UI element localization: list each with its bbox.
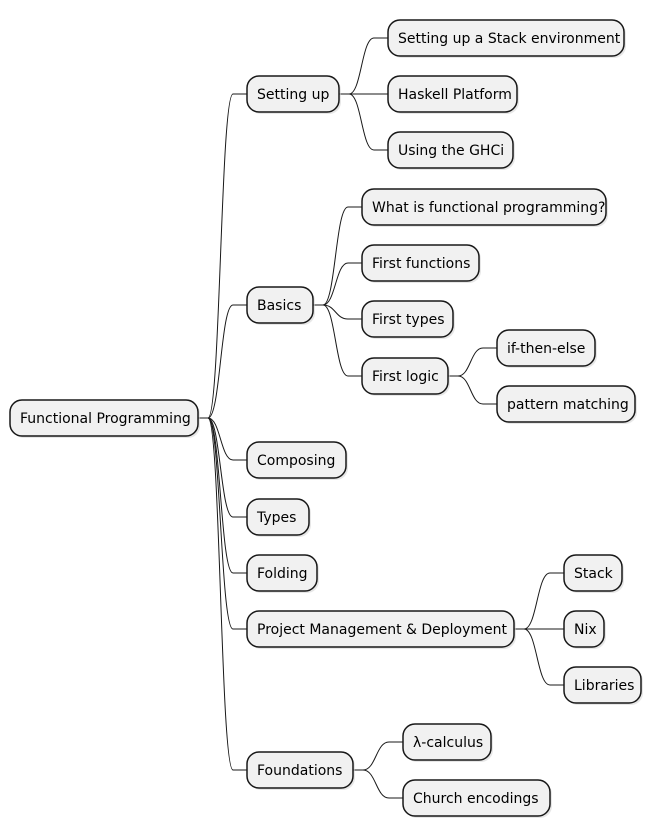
- edge-to-stack: [514, 572, 564, 630]
- node-label: What is functional programming?: [372, 200, 605, 216]
- node-box[interactable]: [246, 286, 314, 324]
- node-label: Basics: [257, 298, 301, 314]
- node-types[interactable]: Types: [246, 498, 311, 537]
- node-label: Functional Programming: [20, 411, 191, 427]
- node-basics[interactable]: Basics: [246, 286, 315, 325]
- node-label: First logic: [372, 369, 439, 385]
- node-label: Church encodings: [413, 791, 539, 807]
- node-box[interactable]: [387, 131, 514, 169]
- node-label: Nix: [574, 622, 597, 638]
- edge-to-libraries: [514, 628, 564, 686]
- node-box[interactable]: [402, 723, 492, 761]
- node-box[interactable]: [402, 779, 551, 817]
- node-label: if-then-else: [507, 341, 585, 357]
- node-first-functions[interactable]: First functions: [361, 244, 481, 283]
- edge-to-stack-environment: [339, 37, 388, 95]
- node-label: First functions: [372, 256, 470, 272]
- node-label: Using the GHCi: [398, 143, 504, 159]
- node-box[interactable]: [387, 75, 518, 113]
- node-folding[interactable]: Folding: [246, 554, 319, 593]
- node-nix[interactable]: Nix: [563, 610, 606, 649]
- node-box[interactable]: [246, 610, 515, 648]
- node-libraries[interactable]: Libraries: [563, 666, 643, 705]
- node-church-encodings[interactable]: Church encodings: [402, 779, 552, 818]
- node-label: Composing: [257, 453, 335, 469]
- node-box[interactable]: [9, 399, 199, 437]
- node-stack[interactable]: Stack: [563, 554, 624, 593]
- node-box[interactable]: [361, 188, 607, 226]
- node-if-then-else[interactable]: if-then-else: [496, 329, 597, 368]
- node-box[interactable]: [246, 441, 347, 479]
- node-lambda-calculus[interactable]: λ-calculus: [402, 723, 493, 762]
- node-box[interactable]: [496, 385, 636, 423]
- node-box[interactable]: [246, 498, 310, 536]
- node-label: Setting up: [257, 87, 329, 103]
- node-what-is-fp[interactable]: What is functional programming?: [361, 188, 608, 227]
- nodes-layer: Functional Programming Setting up Setting …: [9, 19, 643, 818]
- node-project-management[interactable]: Project Management & Deployment: [246, 610, 516, 649]
- node-box[interactable]: [496, 329, 596, 367]
- edge-to-first-types: [313, 304, 362, 320]
- node-box[interactable]: [246, 554, 318, 592]
- node-stack-environment[interactable]: Setting up a Stack environment: [387, 19, 626, 58]
- edge-to-lambda-calculus: [353, 741, 403, 771]
- edge-to-church-encodings: [353, 769, 403, 799]
- node-label: pattern matching: [507, 397, 629, 413]
- node-first-logic[interactable]: First logic: [361, 357, 450, 396]
- edge-to-using-ghci: [339, 93, 388, 151]
- node-box[interactable]: [563, 666, 642, 704]
- edge-to-first-functions: [313, 262, 362, 306]
- edge-to-project-management: [198, 417, 247, 630]
- node-label: Libraries: [574, 678, 634, 694]
- edge-to-if-then-else: [448, 347, 497, 377]
- node-label: Foundations: [257, 763, 342, 779]
- node-first-types[interactable]: First types: [361, 300, 455, 339]
- edge-to-basics: [198, 304, 247, 419]
- node-label: Types: [256, 510, 296, 526]
- node-using-ghci[interactable]: Using the GHCi: [387, 131, 515, 170]
- node-haskell-platform[interactable]: Haskell Platform: [387, 75, 519, 114]
- node-box[interactable]: [361, 357, 449, 395]
- node-box[interactable]: [361, 300, 454, 338]
- node-pattern-matching[interactable]: pattern matching: [496, 385, 637, 424]
- edge-to-pattern-matching: [448, 375, 497, 405]
- node-label: Project Management & Deployment: [257, 622, 508, 638]
- node-box[interactable]: [563, 610, 605, 648]
- node-label: Folding: [257, 566, 308, 582]
- edge-to-what-is-fp: [313, 206, 362, 306]
- node-label: Setting up a Stack environment: [398, 31, 621, 47]
- node-label: Stack: [574, 566, 614, 582]
- edge-to-setting-up: [198, 93, 247, 419]
- edge-to-composing: [198, 417, 247, 461]
- edge-to-foundations: [198, 417, 247, 771]
- node-composing[interactable]: Composing: [246, 441, 348, 480]
- node-label: Haskell Platform: [398, 87, 512, 103]
- node-box[interactable]: [361, 244, 480, 282]
- node-functional-programming[interactable]: Functional Programming: [9, 399, 200, 438]
- node-label: First types: [372, 312, 444, 328]
- node-box[interactable]: [246, 751, 354, 789]
- node-box[interactable]: [563, 554, 623, 592]
- node-label: λ-calculus: [413, 735, 483, 751]
- edge-to-types: [198, 417, 247, 518]
- edge-to-first-logic: [313, 304, 362, 377]
- node-box[interactable]: [387, 19, 625, 57]
- node-box[interactable]: [246, 75, 340, 113]
- node-setting-up[interactable]: Setting up: [246, 75, 341, 114]
- node-foundations[interactable]: Foundations: [246, 751, 355, 790]
- edges-layer: [198, 37, 564, 799]
